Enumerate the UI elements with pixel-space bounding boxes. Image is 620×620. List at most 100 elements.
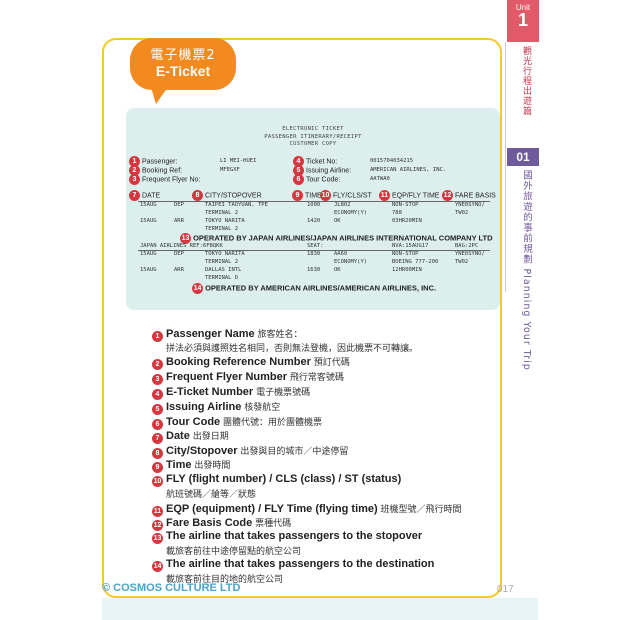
section-title-en: Planning Your Trip [521, 268, 532, 371]
cell: ARR [174, 218, 184, 224]
term-en: Fare Basis Code [166, 517, 253, 529]
term-en: City/Stopover [166, 445, 238, 457]
term-zh: 電子機票號碼 [253, 388, 311, 398]
term-zh: 票種代碼 [252, 519, 292, 529]
field-value: MFEGXF [220, 167, 240, 173]
cell: DEP [174, 251, 184, 257]
cell: 1630 [307, 267, 321, 273]
term-en: Passenger Name [166, 328, 255, 340]
ticket-header: ELECTRONIC TICKET PASSENGER ITINERARY/RE… [126, 126, 500, 149]
marker-11: 11 [152, 506, 163, 517]
marker-6: 6 [152, 419, 163, 430]
margin-rule [505, 42, 506, 292]
term-en: E-Ticket Number [166, 386, 254, 398]
operated-by-1: 13 OPERATED BY JAPAN AIRLINES/JAPAN AIRL… [180, 233, 493, 244]
term-en: The airline that takes passengers to the… [166, 558, 435, 570]
field-value: AMERICAN AIRLINES, INC. [370, 167, 447, 173]
term-en: Issuing Airline [166, 401, 242, 413]
section-tab: 01 [507, 148, 539, 166]
term-en: Time [166, 459, 192, 471]
term-zh: 預訂代碼 [310, 358, 350, 368]
cell: AA60 [334, 251, 348, 257]
bubble-title-zh: 電子機票2 [150, 48, 216, 63]
col-label: TIME [305, 192, 322, 200]
cell: OK [334, 218, 341, 224]
bottom-band [102, 598, 538, 620]
term-en: Frequent Flyer Number [166, 371, 288, 383]
unit-tab: Unit 1 [507, 0, 539, 42]
col-label: CITY/STOPOVER [205, 192, 262, 200]
term-en: The airline that takes passengers to the… [166, 530, 423, 542]
term-note: 載旅客前往目的地的航空公司 [166, 575, 284, 585]
marker-2: 2 [152, 359, 163, 370]
marker-2: 2 [129, 165, 140, 176]
marker-7: 7 [152, 433, 163, 444]
cell: BAG:2PC [455, 243, 479, 249]
cell: ECONOMY(Y) [334, 210, 368, 216]
term-zh: 班機型號／飛行時間 [377, 505, 462, 515]
marker-3: 3 [129, 174, 140, 185]
field-label: Ticket No: [306, 158, 338, 166]
cell: JAPAN AIRLINES REF:6FBQKK [140, 243, 223, 249]
term-zh: 出發時間 [191, 461, 231, 471]
title-bubble: 電子機票2 E-Ticket [130, 38, 236, 90]
marker-12: 12 [442, 190, 453, 201]
ref-divider [138, 250, 490, 251]
cell: 03HR20MIN [392, 218, 422, 224]
marker-7: 7 [129, 190, 140, 201]
col-label: FLY/CLS/ST [333, 192, 372, 200]
term-zh: 出發日期 [189, 432, 229, 442]
section-title: 國外旅遊的事前規劃 Planning Your Trip [511, 170, 533, 371]
cell: SEAT: [307, 243, 324, 249]
term-note: 航班號碼／艙等／狀態 [166, 490, 257, 500]
marker-3: 3 [152, 374, 163, 385]
term-note: 拼法必須與護照姓名相同，否則無法登機，因此機票不可轉讓。 [166, 344, 419, 354]
operated-by-text: OPERATED BY AMERICAN AIRLINES/AMERICAN A… [205, 283, 437, 293]
marker-8: 8 [152, 448, 163, 459]
cell: TERMINAL 2 [205, 210, 239, 216]
cell: ECONOMY(Y) [334, 259, 368, 265]
term-en: EQP (equipment) / FLY Time (flying time) [166, 503, 378, 515]
marker-4: 4 [152, 389, 163, 400]
section-title-zh: 國外旅遊的事前規劃 [521, 170, 532, 265]
col-label: FARE BASIS [455, 192, 496, 200]
ticket-header-line: ELECTRONIC TICKET [282, 126, 344, 132]
marker-10: 10 [152, 476, 163, 487]
cell: TERMINAL 2 [205, 226, 239, 232]
cell: TW02 [455, 210, 469, 216]
marker-1: 1 [129, 156, 140, 167]
marker-9: 9 [292, 190, 303, 201]
term-en: Date [166, 430, 190, 442]
cell: DALLAS INTL [205, 267, 242, 273]
term-zh: 飛行常客號碼 [287, 373, 344, 383]
marker-14: 14 [152, 561, 163, 572]
cell: 1830 [307, 251, 321, 257]
term-zh: 核發航空 [241, 403, 281, 413]
marker-4: 4 [293, 156, 304, 167]
cell: NON-STOP [392, 202, 419, 208]
unit-number: 1 [517, 10, 528, 30]
field-value: LI MEI-HUEI [220, 158, 257, 164]
operated-by-2: 14 OPERATED BY AMERICAN AIRLINES/AMERICA… [192, 283, 436, 294]
cell: 1420 [307, 218, 321, 224]
field-label: Frequent Flyer No: [142, 176, 201, 184]
marker-9: 9 [152, 462, 163, 473]
cell: TOKYO NARITA [205, 218, 245, 224]
marker-13: 13 [180, 233, 191, 244]
marker-5: 5 [293, 165, 304, 176]
marker-5: 5 [152, 404, 163, 415]
